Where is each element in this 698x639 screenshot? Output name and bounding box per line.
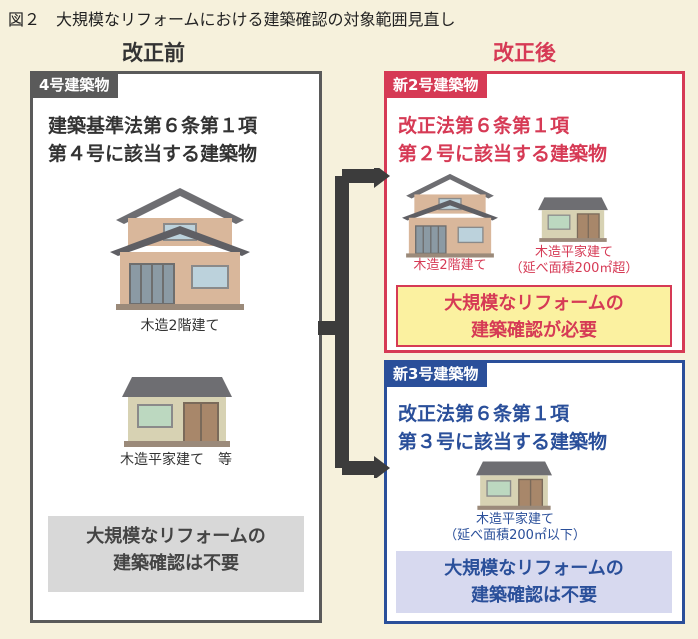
before-law-line1: 建築基準法第６条第１項	[48, 115, 258, 137]
bracket-connector	[318, 168, 390, 478]
before-tag: 4号建築物	[30, 71, 119, 98]
new3-result-line1: 大規模なリフォームの	[444, 558, 624, 579]
new2-house2-caption-line2: （延べ面積200㎡超）	[509, 261, 639, 276]
before-result-box: 大規模なリフォームの 建築確認は不要	[48, 516, 304, 592]
new2-result-box: 大規模なリフォームの 建築確認が必要	[396, 285, 672, 347]
new2-two-storey-house-icon	[402, 173, 498, 258]
new2-house2-caption-line1: 木造平家建て	[534, 245, 613, 260]
before-house1-caption: 木造2階建て	[140, 318, 220, 334]
new2-house1-caption: 木造2階建て	[413, 258, 487, 273]
before-result-line1: 大規模なリフォームの	[86, 526, 266, 547]
new2-law-text: 改正法第６条第１項 第２号に該当する建築物	[398, 112, 607, 168]
new2-single-storey-house-icon	[538, 197, 608, 242]
new2-law-line1: 改正法第６条第１項	[398, 115, 570, 137]
two-storey-house-icon	[110, 188, 250, 310]
new2-law-line2: 第２号に該当する建築物	[398, 143, 608, 165]
after-header: 改正後	[493, 41, 556, 65]
new3-law-line2: 第３号に該当する建築物	[398, 431, 608, 453]
new3-result-box: 大規模なリフォームの 建築確認は不要	[396, 551, 672, 613]
new2-result-line2: 建築確認が必要	[471, 320, 597, 341]
new2-house2-caption: 木造平家建て （延べ面積200㎡超）	[503, 245, 645, 277]
before-law-text: 建築基準法第６条第１項 第４号に該当する建築物	[48, 112, 257, 168]
new3-law-text: 改正法第６条第１項 第３号に該当する建築物	[398, 400, 607, 456]
new2-result-line1: 大規模なリフォームの	[444, 293, 624, 314]
new3-house-caption: 木造平家建て （延べ面積200㎡以下）	[440, 512, 590, 544]
before-result-line2: 建築確認は不要	[113, 553, 239, 574]
new3-house-caption-line2: （延べ面積200㎡以下）	[444, 528, 586, 543]
new3-tag: 新3号建築物	[384, 360, 488, 387]
before-header: 改正前	[122, 41, 185, 65]
new2-tag: 新2号建築物	[384, 71, 488, 98]
new3-law-line1: 改正法第６条第１項	[398, 403, 570, 425]
before-law-line2: 第４号に該当する建築物	[48, 143, 258, 165]
single-storey-house-icon	[122, 377, 232, 447]
before-house2-caption: 木造平家建て 等	[120, 452, 232, 468]
new3-single-storey-house-icon	[476, 461, 552, 510]
figure-title: 図２ 大規模なリフォームにおける建築確認の対象範囲見直し	[8, 10, 456, 29]
new3-house-caption-line1: 木造平家建て	[475, 512, 554, 527]
new3-result-line2: 建築確認は不要	[471, 585, 597, 606]
